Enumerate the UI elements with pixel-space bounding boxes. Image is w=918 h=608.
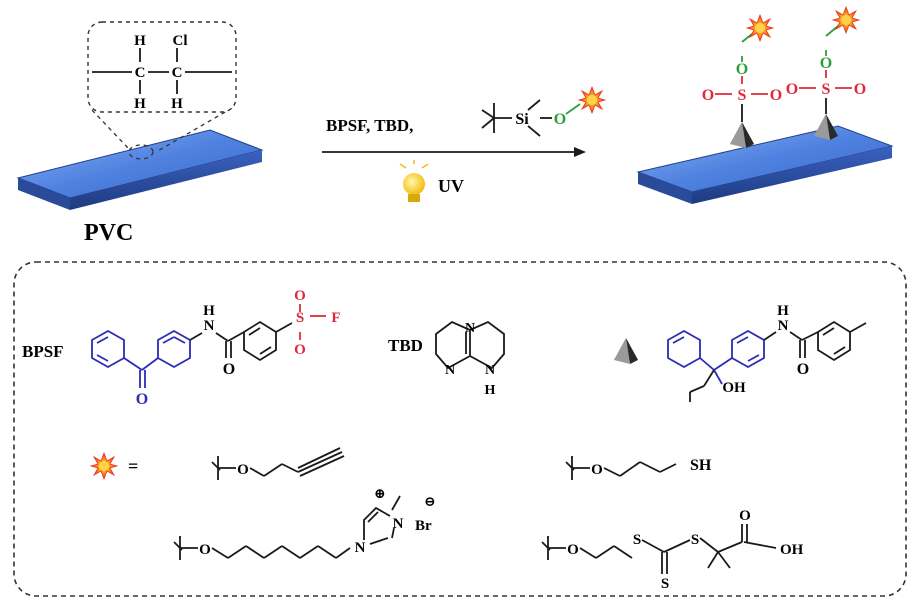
bulb-icon: [399, 160, 429, 202]
bpsf-so-top: O: [294, 288, 306, 304]
ttc-o: O: [567, 542, 579, 558]
anchor-oh: OH: [722, 380, 746, 396]
anchor-h: H: [777, 303, 789, 319]
ttc-oh: OH: [780, 542, 804, 558]
reagents-label: BPSF, TBD,: [326, 116, 413, 135]
tbd-n-left: N: [445, 363, 455, 378]
pvc-monomer-box: H Cl C C H H: [87, 21, 237, 113]
imid-br: Br: [415, 518, 432, 534]
tbd-structure: TBD N N N H: [388, 320, 505, 398]
product-right-o-link: O: [820, 55, 832, 72]
product-left-s: S: [738, 87, 747, 104]
imid-n-plus: N: [393, 516, 404, 532]
product-right-s: S: [822, 81, 831, 98]
silyl-o: O: [554, 111, 566, 128]
bpsf-structure: BPSF O N H O: [22, 288, 341, 408]
pyramid-icon: [614, 338, 638, 364]
tbd-n-ring: N: [465, 321, 475, 336]
product-right-o-right: O: [854, 81, 866, 98]
bpsf-h: H: [203, 303, 215, 319]
imid-n1: N: [355, 540, 366, 556]
imid-minus: ⊖: [424, 495, 436, 510]
tbd-label: TBD: [388, 336, 423, 355]
starburst-icon: [746, 14, 774, 42]
product-right-o-left: O: [786, 81, 798, 98]
pvc-substrate-right: [636, 125, 894, 204]
imid-plus: ⊕: [374, 487, 386, 502]
pvc-label: PVC: [84, 220, 133, 246]
starburst-icon: [578, 86, 606, 114]
ttc-acid-o: O: [739, 508, 751, 524]
alkyne-linker: O: [211, 447, 345, 480]
uv-label: UV: [438, 176, 464, 196]
trithiocarbonate-linker: O S S S O OH: [541, 508, 804, 592]
monomer-h-top: H: [134, 33, 146, 49]
imid-o: O: [199, 542, 211, 558]
bpsf-amide-o: O: [223, 361, 235, 378]
silyl-si: Si: [515, 111, 529, 128]
alkyne-o: O: [237, 462, 249, 478]
thiol-sh: SH: [690, 457, 712, 474]
tbd-h: H: [485, 383, 496, 398]
starburst-icon: [832, 6, 860, 34]
thiol-linker: O SH: [565, 456, 712, 480]
anchor-structure: N H O OH: [614, 303, 867, 402]
reaction-arrow: [322, 147, 586, 157]
bpsf-n: N: [204, 318, 215, 334]
ttc-s3: S: [661, 576, 669, 592]
imidazolium-linker: N N Br ⊕ ⊖ O: [173, 487, 436, 560]
anchor-n: N: [778, 318, 789, 334]
zoom-lines: [91, 107, 233, 160]
ttc-s2: S: [691, 532, 699, 548]
thiol-o: O: [591, 462, 603, 478]
anchor-amide-o: O: [797, 361, 809, 378]
equals-sign: =: [128, 456, 138, 476]
bpsf-ketone-o: O: [136, 391, 148, 408]
monomer-c-right: C: [172, 65, 183, 81]
pyramid-icon: [730, 122, 754, 148]
silyl-reagent: Si O: [481, 86, 606, 137]
tbd-n-right: N: [485, 363, 495, 378]
ttc-s1: S: [633, 532, 641, 548]
grafted-unit-left: O S O O: [702, 14, 782, 148]
bpsf-f: F: [331, 310, 340, 326]
monomer-h-bottom-left: H: [134, 96, 146, 112]
product-left-o-link: O: [736, 61, 748, 78]
starburst-icon: [90, 452, 118, 480]
product-left-o-right: O: [770, 87, 782, 104]
monomer-c-left: C: [135, 65, 146, 81]
monomer-h-bottom-right: H: [171, 96, 183, 112]
bpsf-so-bottom: O: [294, 342, 306, 358]
product-left-o-left: O: [702, 87, 714, 104]
bpsf-label: BPSF: [22, 342, 64, 361]
pvc-substrate-left: [16, 129, 264, 210]
bpsf-s: S: [296, 310, 304, 326]
grafted-unit-right: O S O O: [786, 6, 866, 140]
monomer-cl: Cl: [173, 33, 188, 49]
legend-box: [13, 261, 907, 597]
